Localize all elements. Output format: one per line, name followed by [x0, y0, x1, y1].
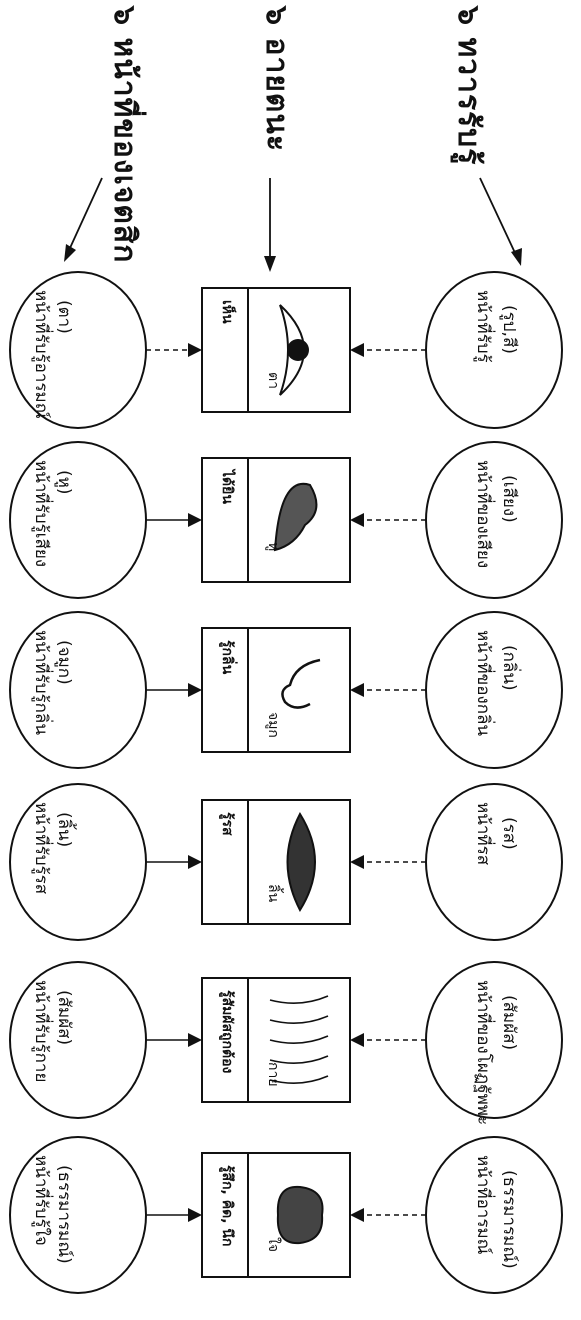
arrowhead	[188, 343, 202, 357]
left-circle-line-1: (หู)	[54, 470, 74, 495]
lips-icon	[286, 811, 316, 913]
left-circle-line-2: หน้าที่รับรู้เสียง	[31, 460, 51, 568]
box-top-label: รู้สัมผัสถูกต้อง	[219, 990, 235, 1074]
column-3	[9, 611, 563, 769]
header-right: ๖ ทวารรับรู้	[451, 6, 486, 166]
heart-icon	[276, 1185, 324, 1245]
left-circle-line-2: หน้าที่รับรู้กาย	[31, 980, 51, 1083]
arrowhead	[350, 513, 364, 527]
ear-icon	[273, 482, 318, 552]
box-bottom-label: ตา	[265, 372, 281, 389]
left-circle-line-1: (ลิ้น)	[54, 812, 74, 848]
right-circle-line-1: (รูป,สี)	[499, 305, 519, 354]
box-bottom-label: หู	[265, 542, 281, 552]
eye-icon	[279, 304, 309, 396]
arrowhead	[350, 1033, 364, 1047]
left-circle-line-1: (จมูก)	[54, 640, 74, 685]
right-circle	[425, 271, 563, 429]
header-left: ๖ หน้าที่ของเจตสิก	[107, 6, 142, 264]
left-circle-line-1: (ธรรมารมณ์)	[54, 1165, 74, 1264]
right-circle-line-1: (ธรรมารมณ์)	[499, 1170, 519, 1269]
right-circle	[425, 441, 563, 599]
box-top-label: รู้รส	[219, 812, 235, 836]
right-circle-line-1: (กลิ่น)	[499, 645, 519, 691]
right-circle	[425, 783, 563, 941]
column-6	[9, 1136, 563, 1294]
box-bottom-label: จมูก	[265, 712, 281, 738]
box-bottom-label: กาย	[265, 1062, 281, 1087]
box-bottom-label: ใจ	[265, 1237, 281, 1253]
right-circle-line-2: หน้าที่อารมณ์	[473, 1155, 493, 1255]
left-circle-line-2: หน้าที่รับรู้กลิ่น	[31, 630, 51, 735]
right-circle-line-1: (เสียง)	[499, 475, 519, 523]
right-circle	[425, 961, 563, 1119]
column-2	[9, 441, 563, 599]
box-bottom-label: ลิ้น	[265, 884, 281, 903]
left-circle-line-1: (สัมผัส)	[54, 990, 74, 1046]
arrowhead	[188, 513, 202, 527]
arrowhead	[350, 683, 364, 697]
box-top-label: ได้ยิน	[219, 470, 235, 504]
right-circle-line-2: หน้าที่รส	[473, 802, 493, 866]
left-circle-line-1: (ตา)	[54, 300, 74, 334]
column-1	[9, 271, 563, 429]
nose-icon	[281, 658, 321, 709]
right-circle-line-1: (สัมผัส)	[499, 995, 519, 1051]
left-circle-line-2: หน้าที่รับรู้ใจ	[31, 1155, 51, 1246]
right-circle	[425, 611, 563, 769]
right-circle-line-2: หน้าที่ของเสียง	[473, 460, 493, 569]
arrowhead	[188, 683, 202, 697]
right-circle-line-1: (รส)	[499, 817, 519, 850]
arrowhead	[188, 1033, 202, 1047]
box-top-label: เห็น	[219, 300, 235, 324]
right-circle-line-2: หน้าที่ของกลิ่น	[473, 630, 493, 737]
arrowhead	[188, 855, 202, 869]
left-circle-line-2: หน้าที่รับรู้อารมณ์	[31, 290, 51, 419]
arrowhead	[188, 1208, 202, 1222]
left-circle-line-2: หน้าที่รับรู้รส	[31, 802, 51, 895]
column-5	[9, 961, 563, 1119]
right-circle-line-2: หน้าที่รับรู้	[473, 290, 493, 363]
hands-icon	[269, 995, 329, 1084]
box-top-label: รู้สึก, คิด, นึก	[219, 1165, 235, 1247]
box-top-label: รู้กลิ่น	[219, 640, 235, 675]
header-middle: ๖ อายตนะ	[259, 6, 294, 153]
arrowhead	[350, 1208, 364, 1222]
right-circle	[425, 1136, 563, 1294]
arrowhead	[350, 855, 364, 869]
right-circle-line-2: หน้าที่ของโผฏฐัพพะ	[473, 980, 493, 1126]
arrowhead	[350, 343, 364, 357]
column-4	[9, 783, 563, 941]
